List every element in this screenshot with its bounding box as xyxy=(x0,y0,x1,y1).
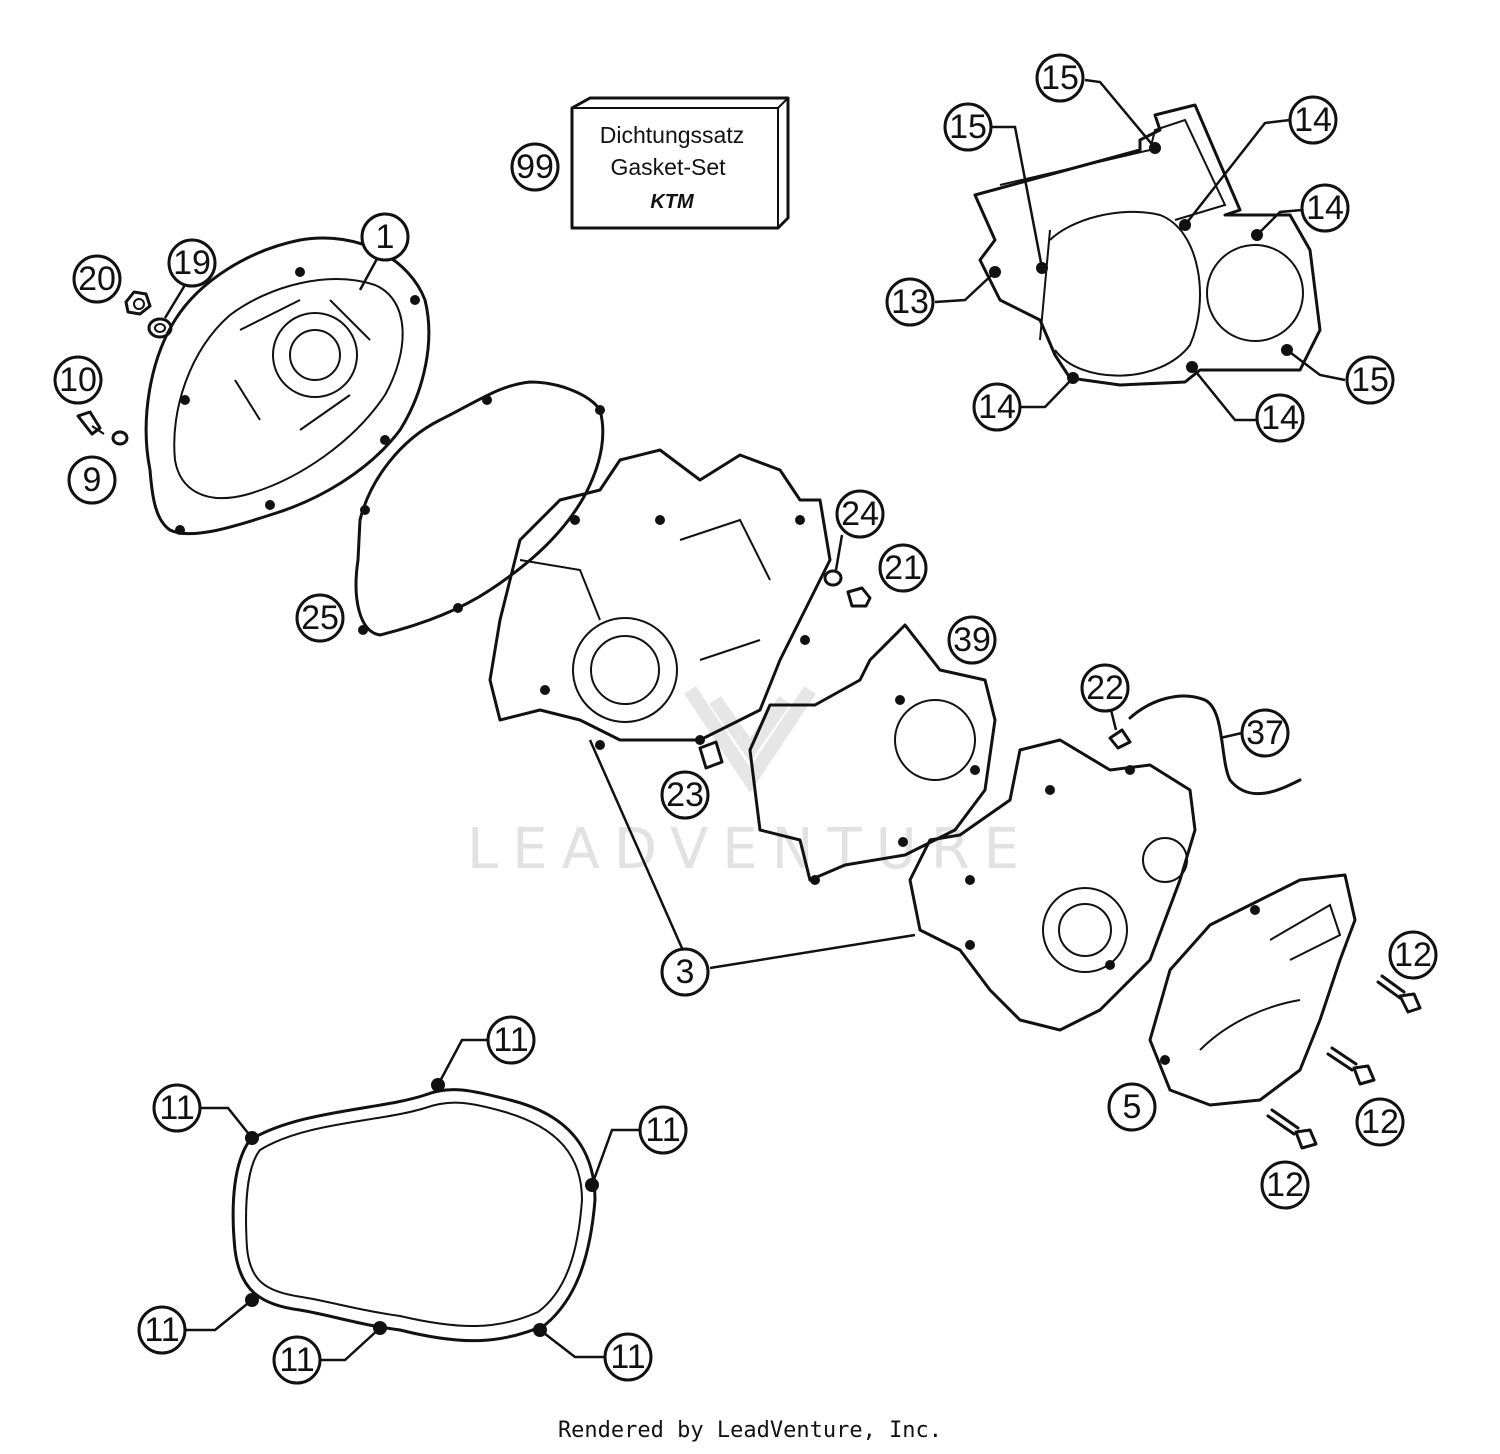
leader-lines xyxy=(163,78,1346,1362)
watermark-text: LEADVENTURE xyxy=(467,817,1033,882)
callout-14-bottom-left: 14 xyxy=(972,382,1022,432)
callout-label: 15 xyxy=(1351,361,1389,399)
callout-13: 13 xyxy=(885,277,935,327)
callout-3: 3 xyxy=(660,947,710,997)
callout-label: 5 xyxy=(1123,1088,1142,1126)
callout-99: 99 xyxy=(510,142,560,192)
callout-14-right: 14 xyxy=(1300,183,1350,233)
washer-part xyxy=(111,430,129,446)
watermark: LEADVENTURE xyxy=(467,686,1033,882)
callout-label: 15 xyxy=(1041,59,1079,97)
callout-1: 1 xyxy=(360,212,410,262)
callout-10: 10 xyxy=(53,355,103,405)
callout-label: 14 xyxy=(1261,399,1299,437)
clutch-cover-gasket-part xyxy=(354,380,605,637)
callout-15-right: 15 xyxy=(1345,355,1395,405)
callout-label: 14 xyxy=(978,388,1016,426)
callout-label: 11 xyxy=(610,1338,645,1376)
callout-37: 37 xyxy=(1240,708,1290,758)
callout-label: 37 xyxy=(1246,714,1284,752)
clutch-cover-outer-gasket-part xyxy=(231,1078,599,1343)
callout-20: 20 xyxy=(72,254,122,304)
breather-hose-part xyxy=(1128,694,1302,796)
callout-label: 39 xyxy=(953,621,991,659)
callout-label: 13 xyxy=(891,283,929,321)
callout-label: 22 xyxy=(1086,669,1124,707)
callout-label: 11 xyxy=(159,1089,194,1127)
callout-label: 14 xyxy=(1306,189,1344,227)
screw-12-lower-part xyxy=(1266,1108,1318,1150)
screw-21-part xyxy=(846,586,872,608)
ignition-cover-part xyxy=(1148,873,1357,1107)
callout-11-top: 11 xyxy=(486,1015,536,1065)
callout-label: 10 xyxy=(59,361,97,399)
callout-label: 11 xyxy=(493,1021,528,1059)
gasket-set-box: Dichtungssatz Gasket-Set KTM xyxy=(570,96,790,230)
washer-24-part xyxy=(823,569,843,587)
callout-label: 21 xyxy=(884,549,922,587)
callout-label: 99 xyxy=(516,148,554,186)
ktm-logo: KTM xyxy=(650,191,695,213)
callout-label: 11 xyxy=(645,1111,680,1149)
callout-24: 24 xyxy=(835,489,885,539)
callout-12-upper: 12 xyxy=(1388,930,1438,980)
callout-11-upper-left: 11 xyxy=(152,1083,202,1133)
dowel-sleeve-part xyxy=(698,740,724,770)
callout-label: 9 xyxy=(83,461,102,499)
callout-11-right: 11 xyxy=(638,1105,688,1155)
callout-21: 21 xyxy=(878,543,928,593)
callout-22: 22 xyxy=(1080,663,1130,713)
callout-label: 24 xyxy=(841,495,879,533)
right-crankcase-half-part xyxy=(908,738,1197,1032)
callout-23: 23 xyxy=(660,770,710,820)
callout-label: 12 xyxy=(1266,1166,1304,1204)
screw-12-middle-part xyxy=(1326,1046,1376,1086)
callout-label: 11 xyxy=(279,1341,314,1379)
clutch-cover-part xyxy=(144,236,431,536)
callout-15-top: 15 xyxy=(1035,53,1085,103)
callout-14-bottom-right: 14 xyxy=(1255,393,1305,443)
crankcase-gasket-part xyxy=(748,623,997,885)
callout-label: 11 xyxy=(144,1311,179,1349)
screw-part xyxy=(76,410,105,436)
nipple-part xyxy=(1108,728,1132,750)
oil-drain-plug-part xyxy=(124,290,152,316)
callout-12-middle: 12 xyxy=(1355,1097,1405,1147)
sealing-ring-part xyxy=(147,317,173,339)
screw-12-upper-part xyxy=(1376,974,1422,1014)
callout-9: 9 xyxy=(67,455,117,505)
ignition-cover-gasket-part xyxy=(973,103,1322,387)
callout-label: 3 xyxy=(676,953,695,991)
callout-5: 5 xyxy=(1107,1082,1157,1132)
callout-label: 25 xyxy=(301,599,339,637)
left-crankcase-half-part xyxy=(488,448,832,750)
callout-label: 12 xyxy=(1394,936,1432,974)
callout-11-bottom: 11 xyxy=(272,1335,322,1385)
callout-12-lower: 12 xyxy=(1260,1160,1310,1210)
callout-label: 12 xyxy=(1361,1103,1399,1141)
callout-label: 20 xyxy=(78,260,116,298)
callout-39: 39 xyxy=(947,615,997,665)
callout-11-lower-left: 11 xyxy=(137,1305,187,1355)
gasket-set-english-label: Gasket-Set xyxy=(610,154,726,180)
callout-label: 19 xyxy=(173,244,211,282)
gasket-set-german-label: Dichtungssatz xyxy=(600,122,744,148)
callout-label: 1 xyxy=(376,218,395,256)
render-credit-footer: Rendered by LeadVenture, Inc. xyxy=(557,1418,943,1443)
callout-19: 19 xyxy=(167,238,217,288)
callout-label: 15 xyxy=(949,108,987,146)
callout-label: 14 xyxy=(1294,101,1332,139)
callout-25: 25 xyxy=(295,593,345,643)
callout-14-top: 14 xyxy=(1288,95,1338,145)
callout-15-left: 15 xyxy=(943,102,993,152)
callout-label: 23 xyxy=(666,776,704,814)
callout-11-lower-right: 11 xyxy=(603,1332,653,1382)
